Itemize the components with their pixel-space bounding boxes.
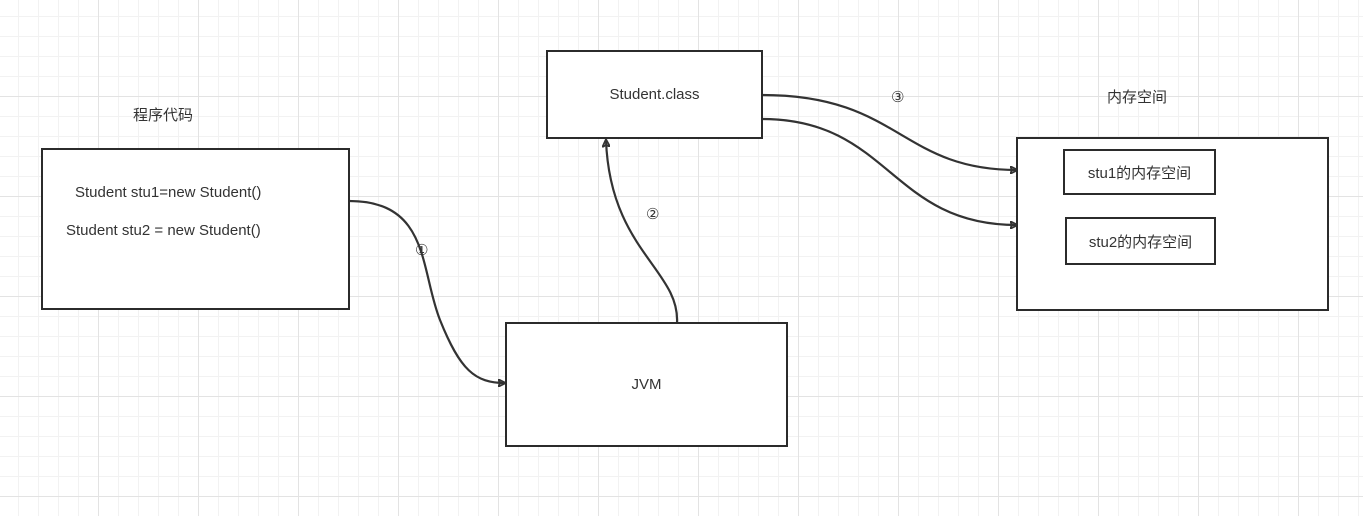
code-line-1: Student stu1=new Student() [75,184,262,201]
stu1-memory-label: stu1的内存空间 [1087,164,1192,182]
class-file-box: Student.class [546,50,763,139]
step-two-label: ② [646,206,660,223]
arrow-jvm-to-class [606,140,679,324]
arrow-code-to-jvm [348,199,505,383]
code-box: Student stu1=new Student() Student stu2 … [41,148,350,310]
jvm-box: JVM [505,322,788,447]
stu2-memory-box: stu2的内存空间 [1065,217,1216,265]
arrow-class-to-stu2 [761,117,1017,225]
code-line-2: Student stu2 = new Student() [66,222,261,239]
arrow-class-to-stu1 [761,93,1017,170]
step-three-label: ③ [891,89,905,106]
memory-title: 内存空间 [1107,89,1168,106]
stu2-memory-label: stu2的内存空间 [1088,233,1193,251]
step-one-label: ① [415,242,429,259]
code-section-title: 程序代码 [133,107,194,124]
jvm-label: JVM [631,376,662,393]
stu1-memory-box: stu1的内存空间 [1063,149,1216,195]
class-file-label: Student.class [609,86,700,103]
